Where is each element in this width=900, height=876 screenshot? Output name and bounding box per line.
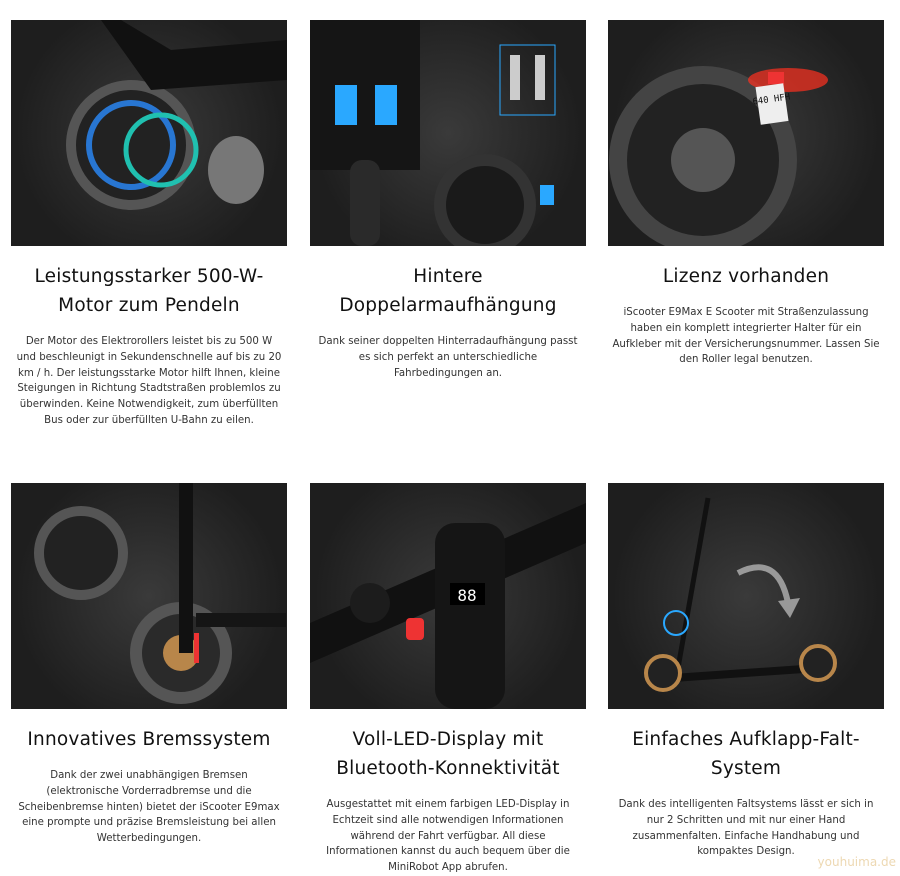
license-image: 640 HFH	[608, 20, 884, 246]
feature-title: Einfaches Aufklapp-Falt-System	[632, 729, 860, 779]
feature-title: Leistungsstarker 500-W-Motor zum Pendeln	[34, 266, 264, 316]
led-display: 88	[457, 586, 476, 605]
feature-text: iScooter E9Max E Scooter mit Straßenzula…	[612, 307, 880, 366]
feature-title: Lizenz vorhanden	[662, 266, 830, 287]
feature-card-license: 640 HFH Lizenz vorhanden iScooter E9Max …	[608, 20, 884, 368]
feature-card-folding: Einfaches Aufklapp-Falt-System Dank des …	[608, 483, 884, 860]
brakes-image	[11, 483, 287, 709]
feature-title: Voll-LED-Display mit Bluetooth-Konnektiv…	[336, 729, 560, 779]
motor-image	[11, 20, 287, 246]
feature-text: Dank seiner doppelten Hinterradaufhängun…	[318, 336, 578, 379]
feature-text: Der Motor des Elektrorollers leistet bis…	[16, 336, 282, 426]
feature-card-suspension: Hintere Doppelarmaufhängung Dank seiner …	[310, 20, 586, 381]
feature-text: Dank der zwei unabhängigen Bremsen (elek…	[18, 770, 280, 845]
feature-title: Hintere Doppelarmaufhängung	[339, 266, 557, 316]
feature-title: Innovatives Bremssystem	[27, 729, 271, 750]
feature-card-display: 88 Voll-LED-Display mit Bluetooth-Konnek…	[310, 483, 586, 876]
suspension-image	[310, 20, 586, 246]
feature-card-motor: Leistungsstarker 500-W-Motor zum Pendeln…	[11, 20, 287, 429]
feature-text: Ausgestattet mit einem farbigen LED-Disp…	[326, 799, 570, 874]
folding-image	[608, 483, 884, 709]
display-image: 88	[310, 483, 586, 709]
feature-card-brakes: Innovatives Bremssystem Dank der zwei un…	[11, 483, 287, 847]
watermark: youhuima.de	[817, 855, 896, 869]
feature-text: Dank des intelligenten Faltsystems lässt…	[618, 799, 874, 858]
